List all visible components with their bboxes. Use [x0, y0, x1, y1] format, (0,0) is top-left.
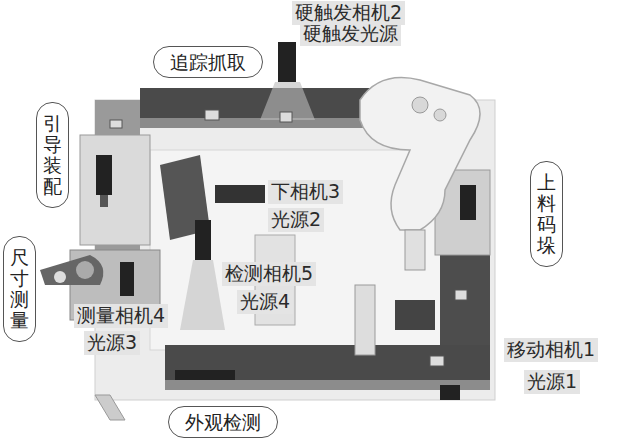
device-label: 测量相机4 [74, 304, 168, 328]
device-label: 下相机3 [268, 180, 343, 204]
stage-box: 外观检测 [168, 406, 278, 439]
device-label: 移动相机1 [504, 338, 598, 362]
device-label: 光源4 [237, 290, 293, 314]
stage-box: 上料码垛 [530, 161, 563, 267]
stage-box: 尺寸测量 [3, 236, 36, 342]
stage-name: 尺寸测量 [10, 247, 29, 331]
stage-box: 追踪抓取 [153, 46, 263, 79]
device-label: 光源3 [84, 331, 140, 355]
stage-name: 外观检测 [185, 411, 261, 434]
device-label: 光源1 [524, 370, 580, 394]
device-label: 硬触发光源 [300, 22, 401, 46]
device-label: 检测相机5 [222, 262, 316, 286]
stage-box: 引导装配 [36, 102, 69, 208]
stage-name: 引导装配 [43, 113, 62, 197]
device-label: 光源2 [268, 208, 324, 232]
stage-name: 追踪抓取 [170, 51, 246, 74]
stage-name: 上料码垛 [537, 172, 556, 256]
